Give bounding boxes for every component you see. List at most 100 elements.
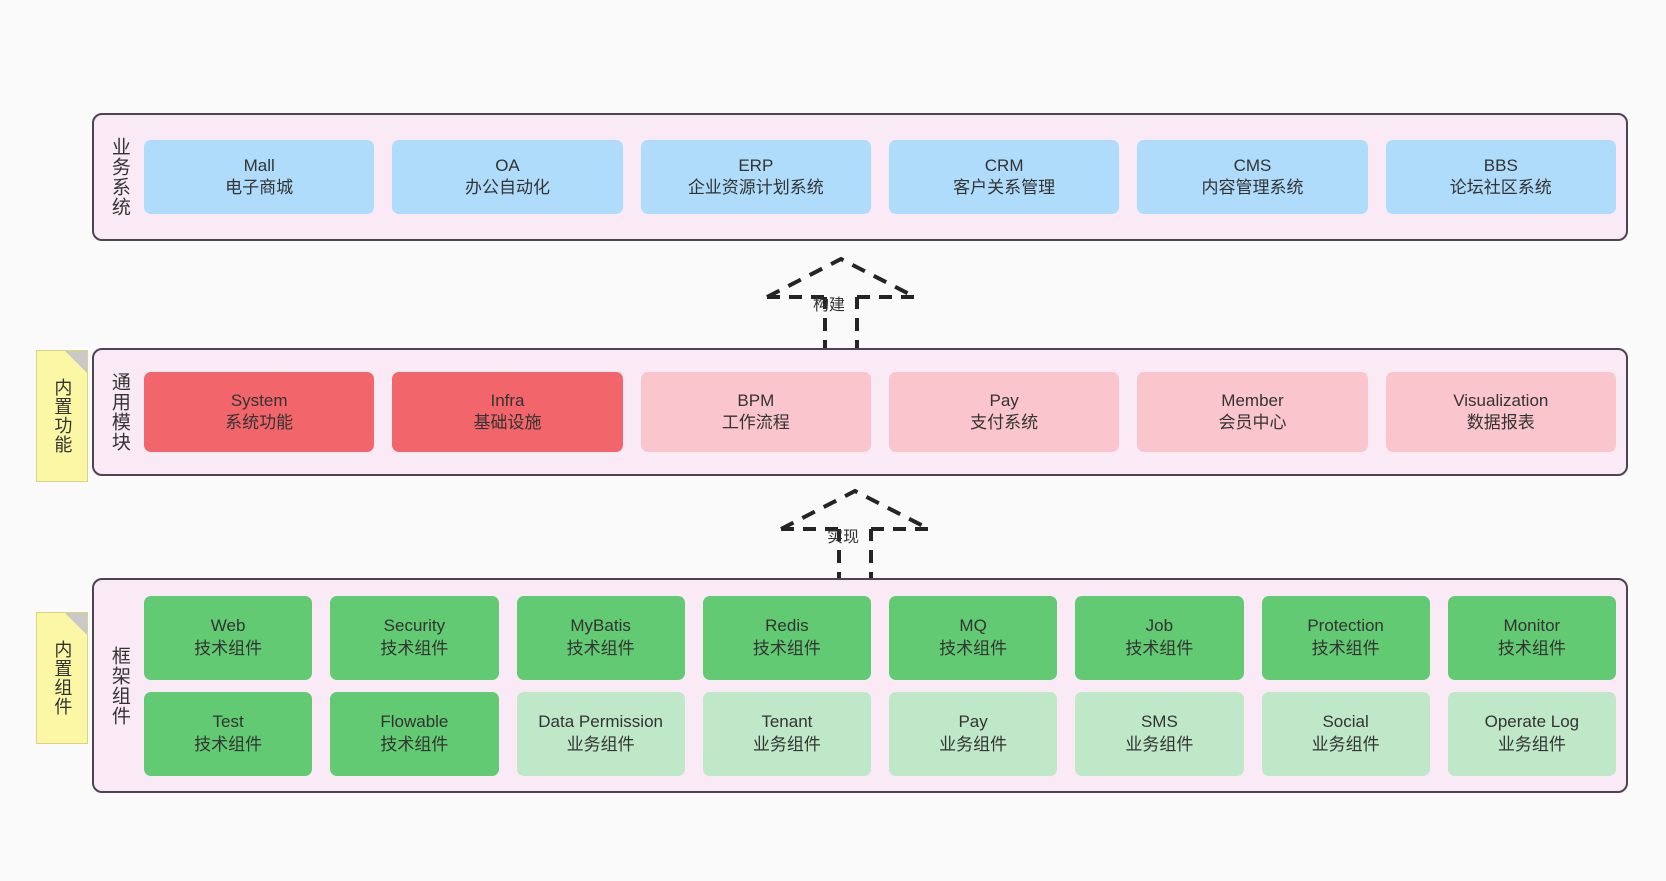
- card-name: Mall: [243, 155, 275, 175]
- card-desc: 技术组件: [1311, 638, 1380, 658]
- card-crm[interactable]: CRM 客户关系管理: [888, 140, 1120, 214]
- card-social[interactable]: Social 业务组件: [1261, 691, 1430, 776]
- layer-body-business: Mall 电子商城 OA 办公自动化 ERP 企业资源计划系统 CRM 客户关系…: [144, 115, 1626, 239]
- card-oa[interactable]: OA 办公自动化: [392, 140, 623, 214]
- card-infra[interactable]: Infra 基础设施: [392, 372, 623, 452]
- card-desc: 技术组件: [380, 734, 449, 754]
- arrow-realize: 实现: [765, 487, 945, 587]
- layer-business-systems: 业务系统 Mall 电子商城 OA 办公自动化 ERP 企业资源计划系统 CRM…: [92, 113, 1628, 241]
- layer-common-modules: 通用模块 System 系统功能 Infra 基础设施 BPM 工作流程 Pay…: [92, 348, 1628, 476]
- card-flowable[interactable]: Flowable 技术组件: [330, 691, 499, 776]
- card-name: OA: [495, 155, 520, 175]
- dashed-up-arrow-icon: [766, 256, 916, 353]
- layer-body-framework: Web 技术组件 Security 技术组件 MyBatis 技术组件 Redi…: [144, 580, 1626, 791]
- card-name: Pay: [958, 712, 988, 732]
- card-name: Social: [1322, 712, 1369, 732]
- card-redis[interactable]: Redis 技术组件: [702, 595, 871, 680]
- card-desc: 电子商城: [225, 178, 294, 197]
- card-protection[interactable]: Protection 技术组件: [1261, 595, 1430, 680]
- card-desc: 技术组件: [939, 638, 1008, 658]
- card-desc: 业务组件: [939, 734, 1008, 754]
- card-operate-log[interactable]: Operate Log 业务组件: [1447, 691, 1616, 776]
- card-desc: 基础设施: [473, 413, 542, 432]
- card-sms[interactable]: SMS 业务组件: [1075, 691, 1244, 776]
- card-desc: 技术组件: [752, 638, 821, 658]
- note-builtin-components: 内置组件: [36, 612, 88, 744]
- card-name: System: [230, 390, 288, 410]
- card-desc: 办公自动化: [464, 178, 550, 197]
- card-name: Pay: [989, 390, 1019, 410]
- arrow-build: 构建: [751, 255, 931, 355]
- note-label: 内置组件: [52, 640, 73, 716]
- card-security[interactable]: Security 技术组件: [330, 595, 499, 680]
- card-desc: 技术组件: [1497, 638, 1566, 658]
- layer-title-business: 业务系统: [108, 137, 130, 217]
- dashed-up-arrow-icon: [780, 488, 930, 585]
- card-visualization[interactable]: Visualization 数据报表: [1385, 372, 1616, 452]
- card-name: Test: [212, 712, 244, 732]
- card-desc: 客户关系管理: [953, 178, 1056, 197]
- card-name: Flowable: [380, 712, 449, 732]
- card-mall[interactable]: Mall 电子商城: [144, 140, 375, 214]
- card-name: Job: [1145, 616, 1174, 636]
- card-name: Security: [383, 616, 446, 636]
- card-name: Data Permission: [538, 712, 663, 732]
- layer-title-framework: 框架组件: [108, 645, 130, 726]
- card-test[interactable]: Test 技术组件: [144, 691, 313, 776]
- card-name: Monitor: [1503, 616, 1561, 636]
- card-desc: 工作流程: [721, 413, 790, 432]
- card-name: Infra: [490, 390, 525, 410]
- card-name: Protection: [1307, 616, 1384, 636]
- card-desc: 数据报表: [1466, 413, 1535, 432]
- card-desc: 论坛社区系统: [1449, 178, 1552, 197]
- card-desc: 技术组件: [1125, 638, 1194, 658]
- card-desc: 业务组件: [752, 734, 821, 754]
- card-desc: 技术组件: [380, 638, 449, 658]
- card-cms[interactable]: CMS 内容管理系统: [1137, 140, 1368, 214]
- card-data-permission[interactable]: Data Permission 业务组件: [516, 691, 685, 776]
- card-pay[interactable]: Pay 支付系统: [888, 372, 1120, 452]
- card-system[interactable]: System 系统功能: [144, 372, 375, 452]
- card-desc: 业务组件: [1125, 734, 1194, 754]
- card-mybatis[interactable]: MyBatis 技术组件: [516, 595, 685, 680]
- card-desc: 业务组件: [1311, 734, 1380, 754]
- card-bpm[interactable]: BPM 工作流程: [640, 372, 871, 452]
- card-monitor[interactable]: Monitor 技术组件: [1447, 595, 1616, 680]
- card-erp[interactable]: ERP 企业资源计划系统: [640, 140, 871, 214]
- card-job[interactable]: Job 技术组件: [1075, 595, 1244, 680]
- card-desc: 业务组件: [1497, 734, 1566, 754]
- card-name: CRM: [984, 155, 1024, 175]
- card-desc: 技术组件: [194, 734, 263, 754]
- card-name: MyBatis: [570, 616, 631, 636]
- card-desc: 会员中心: [1218, 413, 1287, 432]
- card-bbs[interactable]: BBS 论坛社区系统: [1385, 140, 1616, 214]
- layer-framework-components: 框架组件 Web 技术组件 Security 技术组件 MyBatis 技术组件…: [92, 578, 1628, 793]
- card-name: Tenant: [761, 712, 813, 732]
- note-builtin-features: 内置功能: [36, 350, 88, 482]
- card-pay-component[interactable]: Pay 业务组件: [889, 691, 1058, 776]
- card-desc: 业务组件: [566, 734, 635, 754]
- card-row: Web 技术组件 Security 技术组件 MyBatis 技术组件 Redi…: [144, 595, 1616, 680]
- card-web[interactable]: Web 技术组件: [144, 595, 313, 680]
- card-desc: 系统功能: [225, 413, 294, 432]
- card-name: SMS: [1140, 712, 1178, 732]
- card-name: Member: [1221, 390, 1284, 410]
- card-name: ERP: [738, 155, 774, 175]
- card-desc: 内容管理系统: [1201, 178, 1304, 197]
- card-desc: 技术组件: [566, 638, 635, 658]
- card-name: Visualization: [1453, 390, 1549, 410]
- note-label: 内置功能: [52, 378, 73, 454]
- card-name: BPM: [737, 390, 775, 410]
- card-name: BBS: [1483, 155, 1518, 175]
- card-desc: 技术组件: [194, 638, 263, 658]
- arrow-label-realize: 实现: [827, 529, 860, 546]
- card-mq[interactable]: MQ 技术组件: [889, 595, 1058, 680]
- layer-title-common: 通用模块: [108, 372, 130, 452]
- card-tenant[interactable]: Tenant 业务组件: [702, 691, 871, 776]
- card-desc: 企业资源计划系统: [687, 178, 824, 197]
- layer-body-common: System 系统功能 Infra 基础设施 BPM 工作流程 Pay 支付系统…: [144, 350, 1626, 474]
- card-member[interactable]: Member 会员中心: [1137, 372, 1368, 452]
- card-name: CMS: [1233, 155, 1272, 175]
- card-name: Operate Log: [1484, 712, 1580, 732]
